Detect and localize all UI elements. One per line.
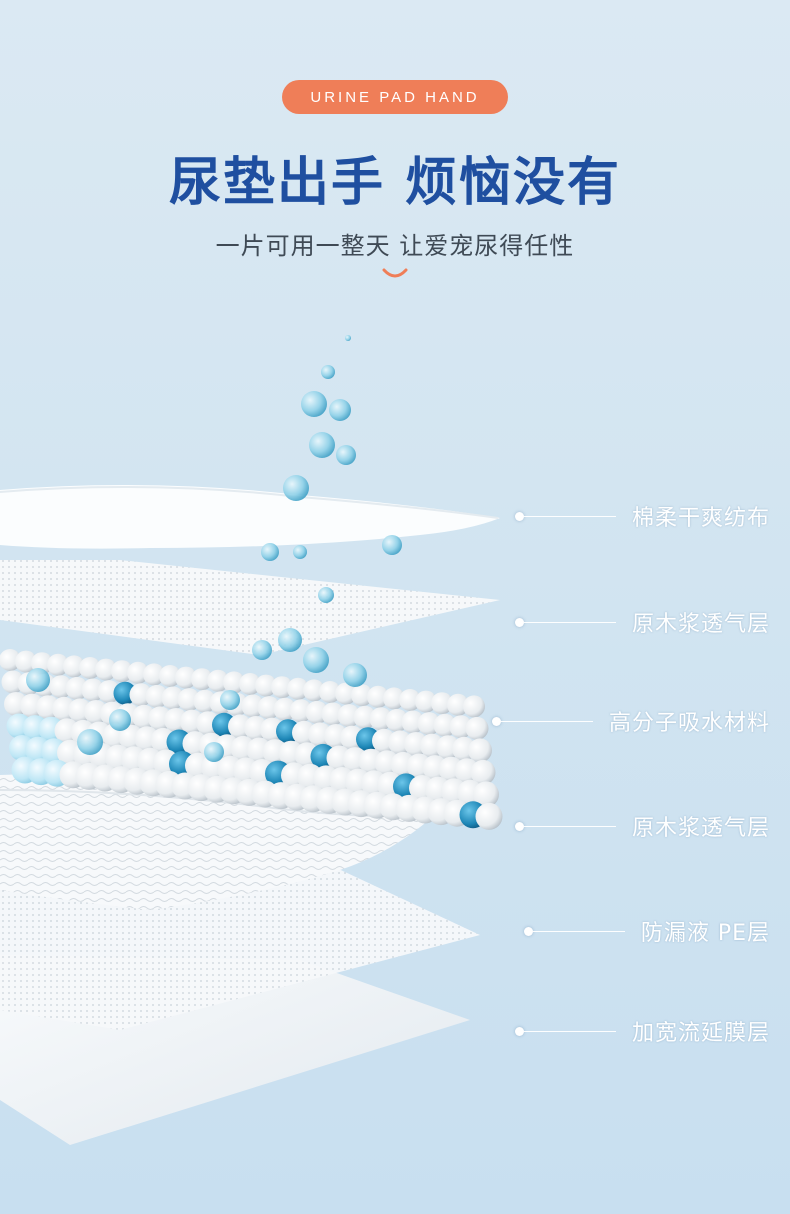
water-droplet — [321, 365, 335, 379]
polymer-bead — [367, 685, 389, 708]
pointer-line — [523, 825, 616, 827]
polymer-bead — [473, 781, 499, 808]
polymer-bead — [287, 677, 309, 700]
water-droplet — [278, 628, 302, 652]
water-droplet — [345, 335, 351, 341]
layer-name: 棉柔干爽纺布 — [631, 506, 770, 531]
polymer-bead — [79, 657, 101, 679]
water-droplet — [220, 690, 240, 710]
polymer-bead — [175, 666, 197, 689]
polymer-bead — [207, 669, 229, 692]
polymer-bead — [223, 671, 245, 694]
polymer-bead — [319, 681, 341, 703]
layer-label-2: 原木浆透气层 — [514, 607, 770, 637]
water-droplets — [26, 335, 402, 762]
polymer-bead — [271, 676, 293, 699]
polymer-bead — [463, 695, 485, 718]
pointer-dot — [491, 716, 501, 726]
layer-name: 防漏液 PE层 — [640, 921, 770, 946]
polymer-bead — [303, 679, 325, 702]
layer-name: 原木浆透气层 — [631, 612, 770, 637]
polymer-bead — [15, 650, 37, 673]
pointer-dot — [514, 1026, 524, 1036]
water-droplet — [109, 709, 131, 731]
polymer-bead — [383, 687, 405, 710]
water-droplet — [309, 432, 335, 458]
layer-name: 原木浆透气层 — [631, 816, 770, 841]
pointer-dot — [523, 926, 533, 936]
pointer-line — [532, 930, 625, 932]
pad-layers-illustration — [0, 335, 503, 1145]
polymer-bead — [239, 673, 261, 695]
layer-label-6: 加宽流延膜层 — [514, 1016, 770, 1046]
water-droplet — [329, 399, 351, 421]
polymer-bead — [475, 802, 503, 830]
page-subtitle: 一片可用一整天 让爱宠尿得任性 — [215, 232, 575, 260]
layer-name: 加宽流延膜层 — [631, 1021, 770, 1046]
water-droplet — [77, 729, 103, 755]
water-droplet — [252, 640, 272, 660]
water-droplet — [336, 445, 356, 465]
water-droplet — [283, 475, 309, 501]
water-droplet — [301, 391, 327, 417]
polymer-bead — [431, 692, 453, 715]
polymer-bead — [415, 690, 437, 713]
layer-label-4: 原木浆透气层 — [514, 811, 770, 841]
polymer-bead — [335, 682, 357, 705]
polymer-bead — [111, 660, 133, 683]
polymer-bead — [255, 674, 277, 697]
water-droplet — [26, 668, 50, 692]
water-droplet — [204, 742, 224, 762]
pointer-line — [523, 515, 616, 517]
polymer-bead — [191, 668, 213, 691]
urine-pad-hand-badge: URINE PAD HAND — [282, 80, 508, 114]
polymer-bead — [63, 655, 85, 678]
layer-label-1: 棉柔干爽纺布 — [514, 501, 770, 531]
layer-label-3: 高分子吸水材料 — [491, 706, 770, 736]
polymer-bead — [47, 653, 69, 676]
polymer-bead — [143, 663, 165, 686]
page-title: 尿垫出手 烦恼没有 — [168, 153, 622, 213]
pointer-dot — [514, 511, 524, 521]
water-droplet — [303, 647, 329, 673]
pointer-line — [500, 720, 593, 722]
layer-name: 高分子吸水材料 — [608, 711, 770, 736]
water-droplet — [318, 587, 334, 603]
water-droplet — [261, 543, 279, 561]
polymer-beads — [0, 649, 503, 830]
polymer-bead — [399, 689, 421, 711]
water-droplet — [382, 535, 402, 555]
pointer-dot — [514, 821, 524, 831]
polymer-bead — [470, 759, 496, 785]
polymer-bead — [447, 693, 469, 716]
polymer-bead — [159, 665, 181, 687]
smile-icon — [382, 268, 408, 278]
layer-label-5: 防漏液 PE层 — [523, 916, 770, 946]
polymer-bead — [468, 738, 492, 763]
water-droplet — [343, 663, 367, 687]
polymer-bead — [351, 684, 373, 707]
polymer-bead — [127, 661, 149, 684]
pointer-line — [523, 1030, 616, 1032]
pointer-line — [523, 621, 616, 623]
pointer-dot — [514, 617, 524, 627]
water-droplet — [293, 545, 307, 559]
polymer-bead — [95, 658, 117, 681]
polymer-bead — [465, 716, 489, 740]
